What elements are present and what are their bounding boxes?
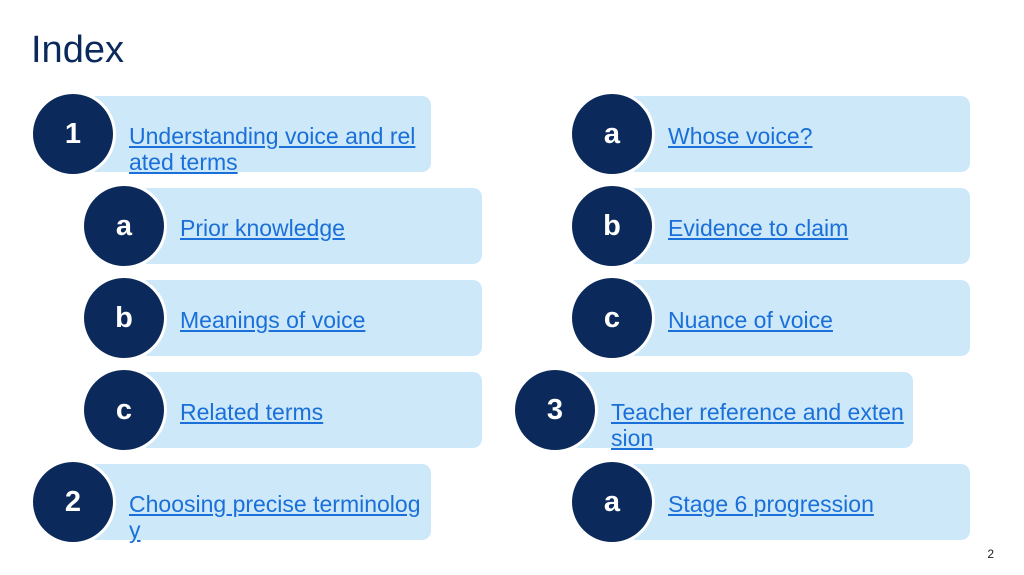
link-meanings-of-voice[interactable]: Meanings of voice — [180, 307, 366, 333]
page-number: 2 — [987, 547, 994, 561]
link-whose-voice[interactable]: Whose voice? — [668, 123, 813, 149]
index-entry-1c: c Related terms — [84, 370, 482, 450]
page-title: Index — [31, 29, 124, 71]
index-entry-3a: a Stage 6 progression — [572, 462, 970, 542]
link-nuance-of-voice[interactable]: Nuance of voice — [668, 307, 833, 333]
entry-badge: b — [84, 278, 164, 358]
entry-badge: a — [572, 94, 652, 174]
entry-badge: b — [572, 186, 652, 266]
link-stage-6-progression[interactable]: Stage 6 progression — [668, 491, 874, 517]
entry-pill — [139, 372, 482, 448]
entry-pill — [88, 96, 431, 172]
index-entry-1a: a Prior knowledge — [84, 186, 482, 266]
index-entry-2c: c Nuance of voice — [572, 278, 970, 358]
entry-pill — [627, 96, 970, 172]
link-choosing-precise-terminology[interactable]: Choosing precise terminology — [129, 491, 421, 543]
entry-badge: a — [572, 462, 652, 542]
entry-badge: 1 — [33, 94, 113, 174]
link-teacher-reference-extension[interactable]: Teacher reference and extension — [611, 399, 904, 451]
link-related-terms[interactable]: Related terms — [180, 399, 324, 425]
entry-pill — [139, 280, 482, 356]
entry-badge: 3 — [515, 370, 595, 450]
link-evidence-to-claim[interactable]: Evidence to claim — [668, 215, 849, 241]
link-understanding-voice[interactable]: Understanding voice and related terms — [129, 123, 416, 175]
entry-pill — [627, 280, 970, 356]
link-prior-knowledge[interactable]: Prior knowledge — [180, 215, 345, 241]
entry-badge: a — [84, 186, 164, 266]
entry-pill — [627, 464, 970, 540]
index-entry-2: 2 Choosing precise terminology — [33, 462, 431, 543]
index-entry-2b: b Evidence to claim — [572, 186, 970, 266]
index-entry-2a: a Whose voice? — [572, 94, 970, 174]
index-entry-1: 1 Understanding voice and related terms — [33, 94, 431, 175]
entry-badge: c — [572, 278, 652, 358]
index-entry-1b: b Meanings of voice — [84, 278, 482, 358]
entry-pill — [139, 188, 482, 264]
entry-pill — [88, 464, 431, 540]
index-entry-3: 3 Teacher reference and extension — [515, 370, 913, 451]
entry-badge: c — [84, 370, 164, 450]
entry-badge: 2 — [33, 462, 113, 542]
entry-pill — [627, 188, 970, 264]
entry-pill — [570, 372, 913, 448]
